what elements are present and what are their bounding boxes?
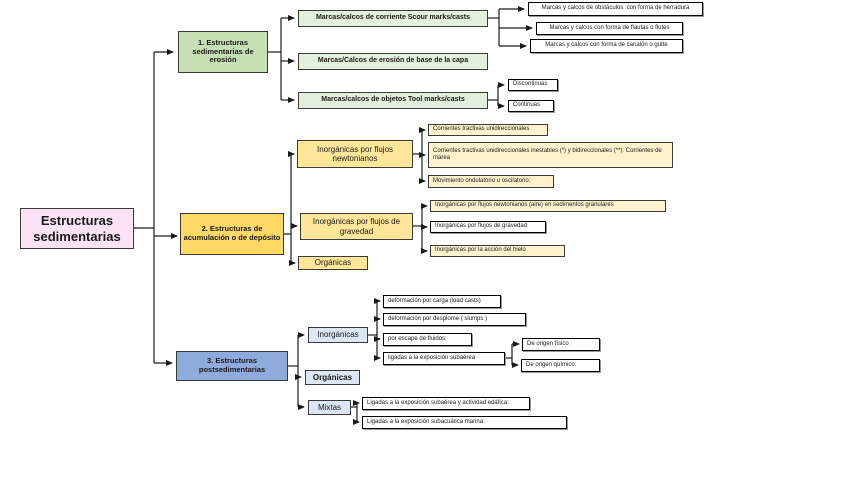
node-inorganicas-post: Inorgánicas: [308, 327, 368, 343]
node-origen-quimico: De origen químico:: [521, 359, 600, 372]
node-estructuras-erosion: 1. Estructuras sedimentarias de erosión: [178, 31, 268, 73]
node-flujos-newtonianos: Inorgánicas por flujos newtonianos: [297, 140, 413, 168]
node-flujos-gravedad-hijo: Inorgánicas por flujos de gravedad: [430, 221, 546, 233]
node-escape-fluidos: por escape de fluidos:: [383, 333, 472, 346]
node-discontinuas: Discontinuas: [508, 79, 558, 91]
node-origen-fisico: De origen físico: [522, 338, 600, 351]
node-estructuras-deposito: 2. Estructuras de acumulación o de depós…: [180, 213, 284, 255]
node-flujos-gravedad: Inorgánicas por flujos de gravedad: [300, 213, 413, 240]
node-erosion-base-capa: Marcas/Calcos de erosión de base de la c…: [298, 53, 488, 70]
node-estructuras-postsedimentarias: 3. Estructuras postsedimentarias: [176, 351, 288, 381]
node-newtonianos-aire-granulares: Inorgánicas por flujos newtonianos (aire…: [430, 200, 666, 212]
node-corrientes-marea: Corrientes tractivas unidireccionales in…: [428, 142, 673, 168]
node-organicas-deposito: Orgánicas: [298, 256, 368, 270]
node-continuas: Continuas: [508, 100, 554, 112]
node-organicas-post: Orgánicas: [305, 370, 360, 385]
node-scour-marks: Marcas/calcos de corriente Scour marks/c…: [298, 10, 488, 27]
node-mixtas: Mixtas: [308, 400, 351, 415]
node-accion-hielo: Inorgánicas por la acción del hielo: [430, 245, 565, 257]
node-exposicion-subaerea: ligadas a la exposición subaérea: [383, 352, 505, 365]
node-subaerea-edafica: Ligadas a la exposición subaérea y activ…: [362, 397, 530, 410]
node-root-estructuras-sedimentarias: Estructuras sedimentarias: [20, 208, 134, 249]
node-movimiento-oscilatorio: Movimiento ondulatorio u oscilatorio:: [428, 175, 554, 188]
node-tool-marks: Marcas/calcos de objetos Tool marks/cast…: [298, 92, 488, 109]
node-corrientes-unidireccionales: Corrientes tractivas unidireccionales: [428, 124, 548, 136]
node-deformacion-carga: deformación por carga (load casts): [383, 295, 501, 308]
connectors: [134, 6, 533, 425]
node-obstaculos-herradura: Marcas y calcos de obstáculos :con forma…: [528, 2, 703, 16]
node-flautas-flutes: Marcas y calcos con forma de flautas o f…: [536, 22, 683, 35]
node-canalon-gutter: Marcas y calcos con forma de canalón o g…: [530, 39, 683, 53]
node-deformacion-desplome: deformación por desplome ( slumps ): [383, 313, 526, 326]
node-subacuatica-marina: Ligadas a la exposición subacuática mari…: [362, 416, 567, 429]
